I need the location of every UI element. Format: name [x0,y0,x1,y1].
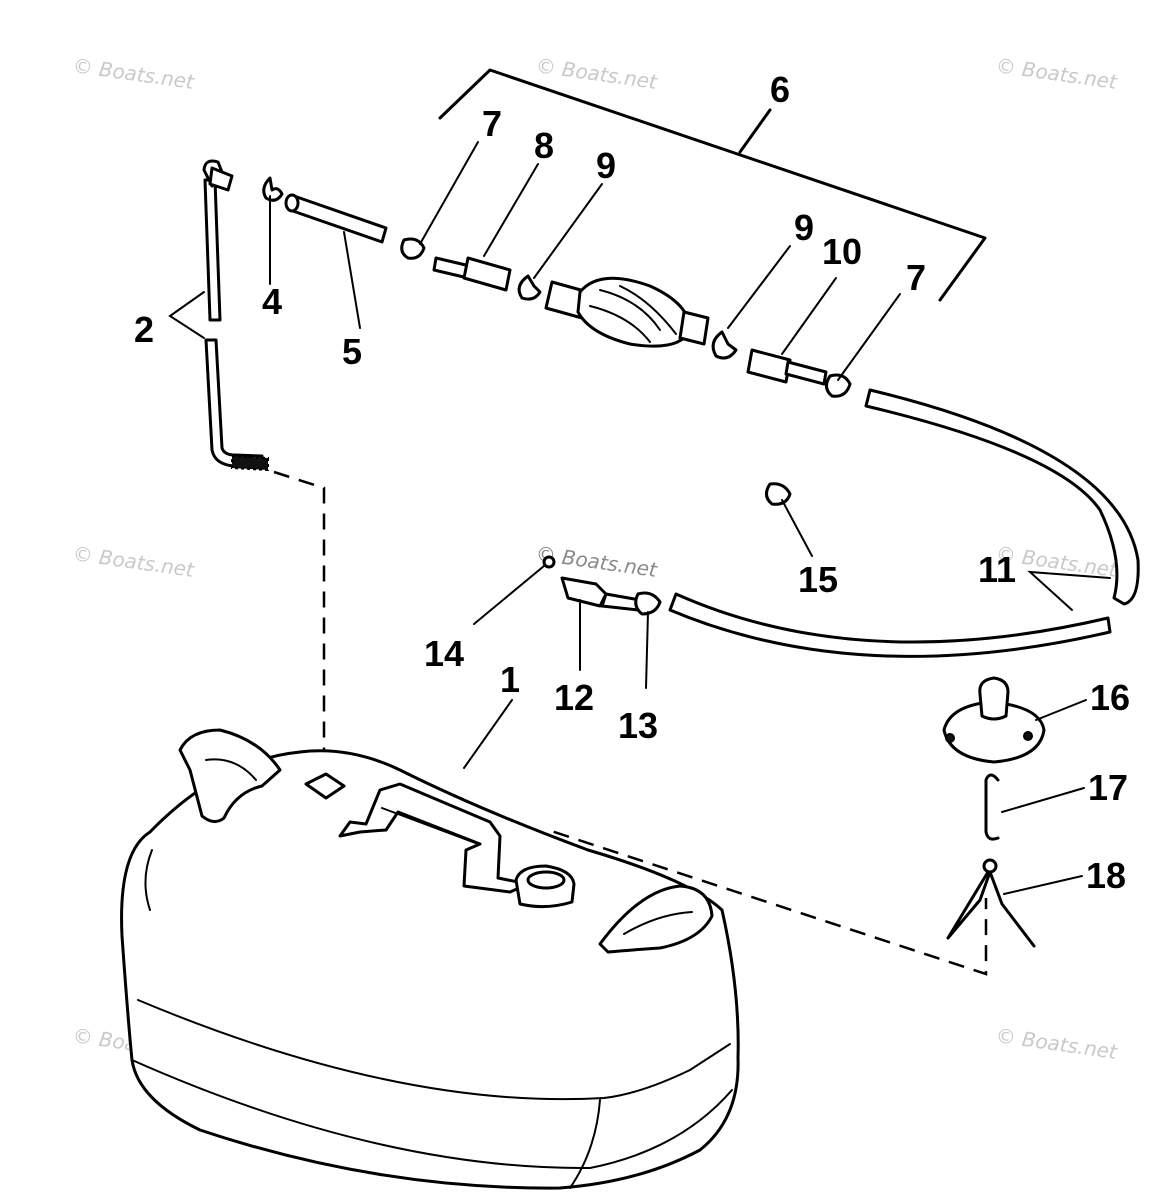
watermark: © Boats.net [534,53,659,94]
callout-2: 2 [134,309,154,350]
watermark: © Boats.net [994,1023,1119,1064]
callout-9-left: 9 [596,145,616,186]
callout-11: 11 [978,549,1016,590]
clip-9-left [517,274,542,301]
assembly-dash-lines [273,470,988,976]
primer-bulb [544,276,710,348]
pickup-tube [202,159,269,472]
callout-5: 5 [342,331,362,372]
callout-7-left: 7 [482,103,502,144]
callout-18: 18 [1086,855,1126,896]
hose-5 [284,193,388,244]
callout-9-right: 9 [794,207,814,248]
callout-17: 17 [1088,767,1128,808]
watermark: © Boats.net [71,53,196,94]
callout-13: 13 [618,705,658,746]
callout-14: 14 [424,633,464,674]
clamp-7 [400,237,426,260]
connector-12 [560,576,642,612]
fitting-8 [432,256,512,292]
assembly-bracket [438,68,987,302]
o-ring-14 [542,555,556,569]
callout-4: 4 [262,281,282,322]
retainer-18 [946,858,1036,948]
callout-1: 1 [500,659,520,700]
fitting-10 [746,348,828,386]
clip-9-right [711,330,738,360]
clamp-13 [634,591,662,616]
callout-10: 10 [822,231,862,272]
callout-15: 15 [798,559,838,600]
callout-16: 16 [1090,677,1130,718]
fuel-tank-1 [120,728,740,1190]
filler-cap-16 [942,676,1046,764]
clamp-15 [765,482,792,506]
hook-17 [984,773,1000,841]
callout-7-right: 7 [906,257,926,298]
clip-4 [262,176,284,202]
watermark: © Boats.net [71,541,196,582]
watermark: © Boats.net [994,53,1119,94]
fuel-hose-11 [668,388,1140,658]
leader-lines [168,141,1111,895]
callout-12: 12 [554,677,594,718]
callout-8: 8 [534,125,554,166]
callouts: 1 2 4 5 6 7 8 9 9 10 7 11 12 13 14 15 16… [134,69,1130,896]
callout-6: 6 [770,69,790,110]
